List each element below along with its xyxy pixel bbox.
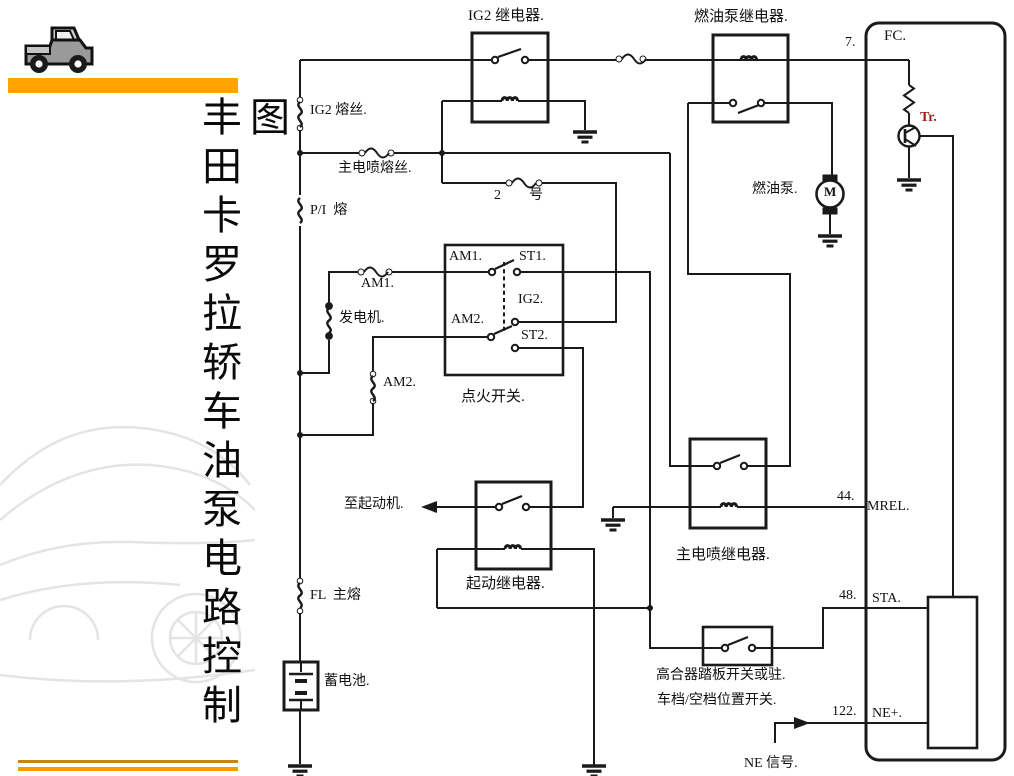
main-efi-relay-box [688,437,768,530]
ecu-fc-label: FC. [884,28,907,44]
junction-dots [297,150,653,611]
starter-relay-box [474,480,553,571]
ignition-terminal-st1: ST1. [519,249,546,264]
battery-label: 蓄电池. [324,674,370,689]
ig2-fuse-label: IG2 熔丝. [310,103,367,118]
ne-signal-label: NE 信号. [744,756,798,771]
clutch-switch-label-2: 车档/空档位置开关. [657,693,777,708]
sidebar-bottom-line-1 [18,760,238,763]
ecu-terminal-122: 122. [832,704,857,719]
fuses [296,53,647,615]
ecu-inner-box [926,595,979,750]
ignition-terminal-ig2: IG2. [518,292,544,307]
ne-signal-arrow [794,717,810,729]
sidebar-bottom-line-2 [18,767,238,771]
to-starter-arrow [421,501,437,513]
ecu-terminal-48: 48. [839,588,857,603]
ecu-sta-label: STA. [872,591,901,606]
resistor-symbol [902,84,916,114]
am2-fuse-label: AM2. [383,375,417,390]
ecu-box [864,21,1007,762]
clutch-neutral-switch-box [701,625,774,667]
fuel-pump-motor [815,174,845,215]
ecu-mrel-label: MREL. [867,499,910,514]
ground-symbols [286,130,923,776]
ignition-terminal-am2: AM2. [451,312,485,327]
ecu-terminal-7: 7. [845,35,856,50]
ig2-relay-label: IG2 继电器. [468,8,544,24]
car-icon [24,26,94,73]
starter-relay-label: 起动继电器. [466,576,545,592]
fuel-pump-label: 燃油泵. [752,182,798,197]
tr-label: Tr. [920,110,937,125]
am1-fuse-label: AM1. [361,276,395,291]
fl-fuse-label: FL 主熔 [310,588,361,603]
ig2-relay-box [470,31,550,124]
main-efi-relay-label: 主电喷继电器. [676,547,770,563]
ecu-ne-plus-label: NE+. [872,706,903,721]
ignition-terminal-am1: AM1. [449,249,483,264]
ignition-terminal-st2: ST2. [521,328,548,343]
to-starter-label: 至起动机. [344,497,404,512]
sidebar-accent-bar [8,78,238,93]
battery-symbol [282,660,320,712]
fuel-pump-relay-label: 燃油泵继电器. [694,9,788,25]
ignition-switch-label: 点火开关. [461,389,525,405]
ignition-switch-box [443,243,565,377]
switch-blades [493,47,760,647]
no2-fuse-label: 2 号 [494,188,543,203]
motor-m-label: M [824,184,837,199]
wires [299,59,954,766]
pi-fuse-label: P/I 熔 [310,203,348,218]
clutch-switch-label-1: 高合器踏板开关或驻. [656,668,786,683]
transistor-symbol [897,124,921,148]
fuel-pump-relay-box [711,33,790,124]
slide-title: 丰田卡罗拉轿车油泵电路控制图 [196,96,289,733]
ecu-terminal-44: 44. [837,489,855,504]
generator-label: 发电机. [339,311,385,326]
switch-contacts [486,55,766,653]
main-efi-fuse-label: 主电喷熔丝. [338,161,412,176]
